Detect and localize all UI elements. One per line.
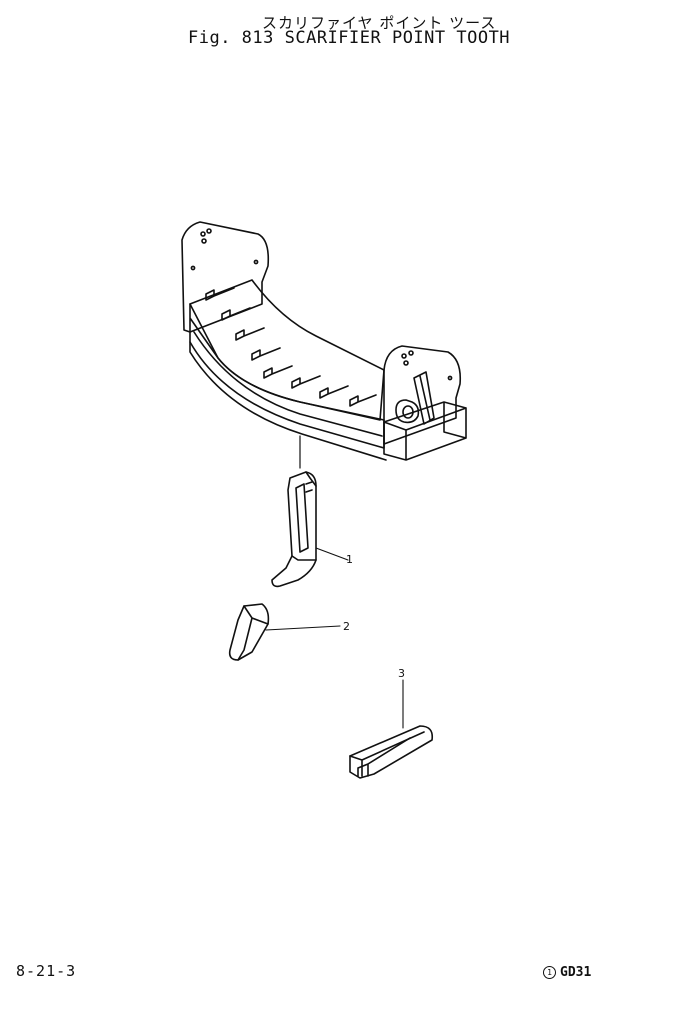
- plate-hole: [206, 228, 212, 234]
- tooth-slot: [251, 347, 281, 361]
- part-1-shank: [271, 471, 317, 588]
- tooth-slot: [221, 307, 251, 321]
- callout-leader-2: [265, 625, 341, 631]
- figure-title: Fig. 813 SCARIFIER POINT TOOTH: [188, 28, 511, 48]
- tooth-slot: [205, 287, 235, 301]
- tooth-slot: [235, 327, 265, 341]
- page-number: 8-21-3: [16, 962, 77, 980]
- model-code: 1 GD31: [543, 965, 591, 980]
- plate-hole: [200, 231, 206, 237]
- plate-hole: [201, 238, 207, 244]
- beam-inner-edge: [193, 331, 383, 437]
- scarifier-frame: [181, 221, 467, 461]
- left-side-plate: [181, 221, 270, 333]
- point-edges: [237, 605, 269, 661]
- callout-number-3: 3: [398, 667, 405, 680]
- holder-outline: [349, 725, 434, 779]
- beam-bottom-edge: [189, 341, 387, 461]
- callout-number-2: 2: [343, 620, 350, 633]
- tooth-slot: [349, 394, 377, 407]
- model-marker-circle: 1: [543, 966, 556, 979]
- plate-hole: [408, 350, 414, 356]
- plate-hole: [403, 360, 409, 366]
- callout-number-1: 1: [346, 553, 353, 566]
- callout-leader-1: [315, 547, 349, 561]
- tooth-slots: [205, 287, 377, 407]
- shank-outline: [271, 471, 317, 588]
- tooth-slot: [319, 385, 349, 399]
- point-outline: [228, 603, 270, 661]
- pin-end: [402, 405, 414, 419]
- mount-bracket: [413, 371, 435, 425]
- part-3-holder: [349, 725, 434, 779]
- tooth-slot: [291, 375, 321, 389]
- holder-top-face: [349, 731, 425, 777]
- part-2-point: [228, 603, 270, 661]
- shank-slot: [295, 483, 309, 553]
- model-code-label: GD31: [560, 965, 592, 980]
- pin-boss: [395, 399, 420, 424]
- plate-hole: [190, 265, 196, 271]
- shank-notch: [305, 481, 313, 493]
- figure-title-japanese: スカリファイヤ ポイント ツース: [262, 14, 497, 32]
- end-block: [383, 401, 467, 461]
- beam-front-face: [189, 303, 385, 449]
- shank-side-edge: [291, 471, 317, 561]
- tooth-slot: [263, 365, 293, 379]
- plate-hole: [253, 259, 259, 265]
- right-side-plate: [383, 345, 462, 445]
- plate-hole: [401, 353, 407, 359]
- plate-hole: [447, 375, 453, 381]
